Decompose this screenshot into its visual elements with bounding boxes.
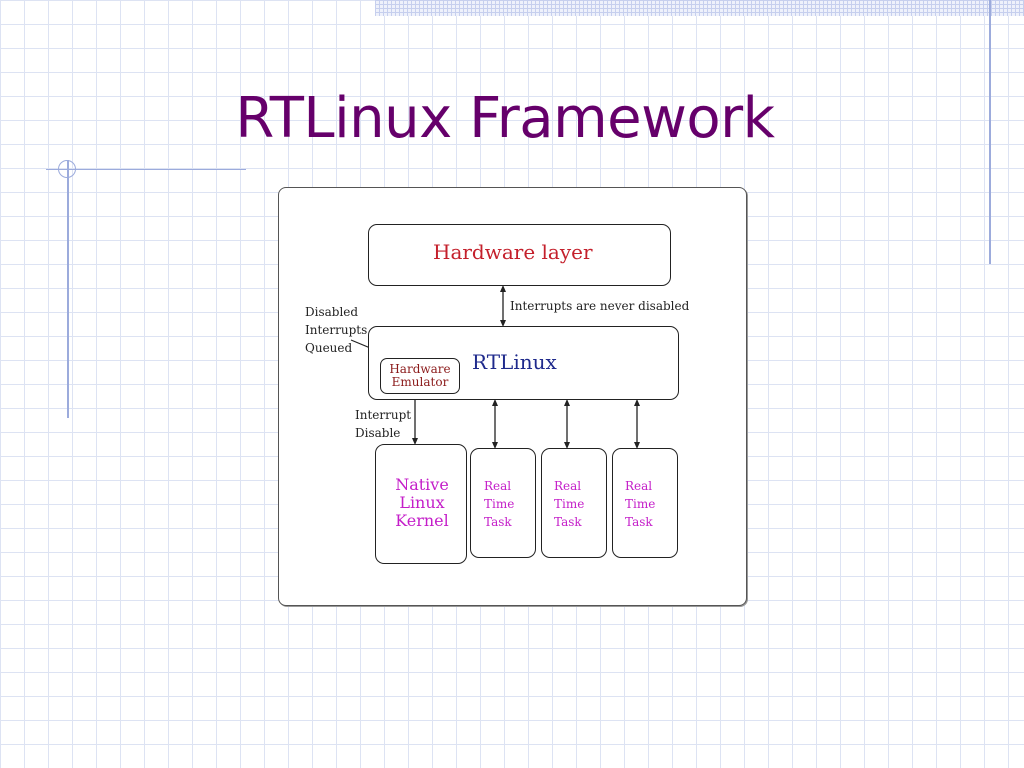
rtlinux-label: RTLinux (472, 350, 557, 374)
slide-title: RTLinux Framework (235, 86, 775, 151)
native-linux-kernel-box (375, 444, 467, 564)
decorative-top-band (375, 0, 1024, 16)
interrupt-disable-label: Interrupt Disable (355, 408, 412, 440)
rtlinux-diagram: Hardware layer RTLinux Hardware Emulator… (278, 187, 747, 606)
real-time-task-box (470, 448, 536, 558)
decorative-circle-icon (58, 160, 76, 178)
interrupts-never-disabled-label: Interrupts are never disabled (510, 299, 690, 313)
real-time-task-label: Real Time Task (625, 479, 656, 529)
decorative-left-rule (67, 160, 69, 418)
hardware-layer-box (368, 224, 671, 286)
real-time-task-box (612, 448, 678, 558)
real-time-task-label: Real Time Task (484, 479, 515, 529)
disabled-interrupts-queued-label: Disabled Interrupts Queued (305, 305, 368, 355)
decorative-title-underline (46, 169, 246, 170)
hardware-emulator-box (380, 358, 460, 394)
hardware-layer-label: Hardware layer (433, 240, 593, 264)
decorative-right-rule (989, 0, 991, 264)
native-linux-kernel-label: Native Linux Kernel (395, 475, 449, 530)
real-time-task-box (541, 448, 607, 558)
real-time-task-label: Real Time Task (554, 479, 585, 529)
hardware-emulator-label: Hardware Emulator (389, 362, 451, 389)
